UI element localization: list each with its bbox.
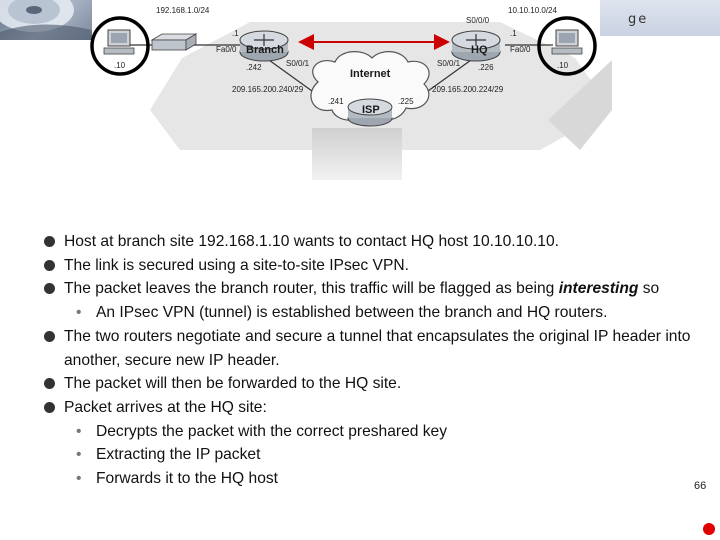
emphasized-word: interesting: [558, 280, 639, 298]
bullet-text: Host at branch site 192.168.1.10 wants t…: [64, 233, 559, 250]
switch-icon: [150, 33, 198, 51]
label-isp: ISP: [362, 104, 380, 116]
bullet-text: The packet will then be forwarded to the…: [64, 375, 402, 393]
accent-dot: [703, 523, 715, 535]
label-branch-lan: 192.168.1.0/24: [156, 6, 210, 15]
page-number: 66: [694, 480, 707, 492]
bullet-text: Extracting the IP packet: [96, 446, 261, 464]
label-hq-host-addr: .10: [557, 61, 569, 70]
label-hq-router: HQ: [471, 44, 488, 56]
label-hq-lan: 10.10.10.0/24: [508, 6, 557, 15]
bullet-text: The link is secured using a site-to-site…: [64, 256, 409, 274]
label-branch-s0: S0/0/1: [286, 59, 310, 68]
sub-bullet-item: • An IPsec VPN (tunnel) is established be…: [44, 301, 704, 325]
bullet-text: An IPsec VPN (tunnel) is established bet…: [96, 304, 608, 322]
sub-bullet-dot: •: [76, 446, 82, 464]
sub-bullet-dot: •: [76, 422, 82, 440]
label-internet: Internet: [350, 68, 391, 80]
sub-bullet-dot: •: [76, 470, 82, 488]
bullet-text: Decrypts the packet with the correct pre…: [96, 422, 448, 440]
right-shade: [548, 60, 612, 150]
branch-host-pc-icon: [103, 29, 135, 55]
label-hq-wan: 209.165.200.224/29: [432, 85, 504, 94]
label-hq-fa-addr: .1: [510, 29, 517, 38]
bullet-text-tail: so: [638, 280, 660, 298]
label-hq-fa: Fa0/0: [510, 45, 531, 54]
bullet-text: Packet arrives at the HQ site:: [64, 398, 267, 416]
bullet-text: The two routers negotiate and secure a t…: [64, 327, 691, 369]
label-branch-router: Branch: [246, 44, 284, 56]
header-strip: [600, 0, 720, 36]
bullet-list: Host at branch site 192.168.1.10 wants t…: [44, 230, 704, 491]
label-isp-left-addr: .241: [328, 97, 344, 106]
hq-host-pc-icon: [551, 29, 583, 55]
header-text: ge: [628, 12, 649, 27]
label-branch-host-addr: .10: [114, 61, 126, 70]
disc-icon: [0, 0, 92, 40]
label-isp-right-addr: .225: [398, 97, 414, 106]
bullet-item: Host at branch site 192.168.1.10 wants t…: [44, 230, 704, 254]
label-branch-fa-addr: .1: [232, 29, 239, 38]
branch-host-highlight-circle: [90, 16, 150, 76]
hq-router-icon: [451, 30, 501, 62]
internet-cloud: [310, 51, 430, 121]
label-branch-wan-addr: .242: [246, 63, 262, 72]
sub-bullet-item: • Extracting the IP packet: [44, 443, 704, 467]
sub-bullet-dot: •: [76, 304, 82, 322]
bullet-item: The packet leaves the branch router, thi…: [44, 277, 704, 301]
bullet-text: The packet leaves the branch router, thi…: [64, 280, 555, 298]
bullet-item: The two routers negotiate and secure a t…: [44, 325, 704, 372]
sub-bullet-item: • Decrypts the packet with the correct pr…: [44, 420, 704, 444]
label-hq-s0-top: S0/0/0: [466, 16, 490, 25]
cd-logo: [0, 0, 92, 40]
bullet-item: The packet will then be forwarded to the…: [44, 372, 704, 396]
sub-bullet-item: • Forwards it to the HQ host: [44, 467, 704, 491]
hq-host-highlight-circle: [537, 16, 597, 76]
isp-router-icon: [347, 98, 393, 127]
bullet-item: The link is secured using a site-to-site…: [44, 254, 704, 278]
bullet-item: Packet arrives at the HQ site:: [44, 396, 704, 420]
label-hq-wan-addr: .226: [478, 63, 494, 72]
bottom-shade: [312, 128, 402, 180]
label-branch-wan: 209.165.200.240/29: [232, 85, 304, 94]
label-branch-fa: Fa0/0: [216, 45, 237, 54]
bullet-text: Forwards it to the HQ host: [96, 470, 278, 488]
network-topology-diagram: 192.168.1.0/24 10.10.10.0/24 .10 .10 Bra…: [90, 6, 612, 180]
label-hq-s0: S0/0/1: [437, 59, 461, 68]
branch-router-icon: [239, 30, 289, 62]
